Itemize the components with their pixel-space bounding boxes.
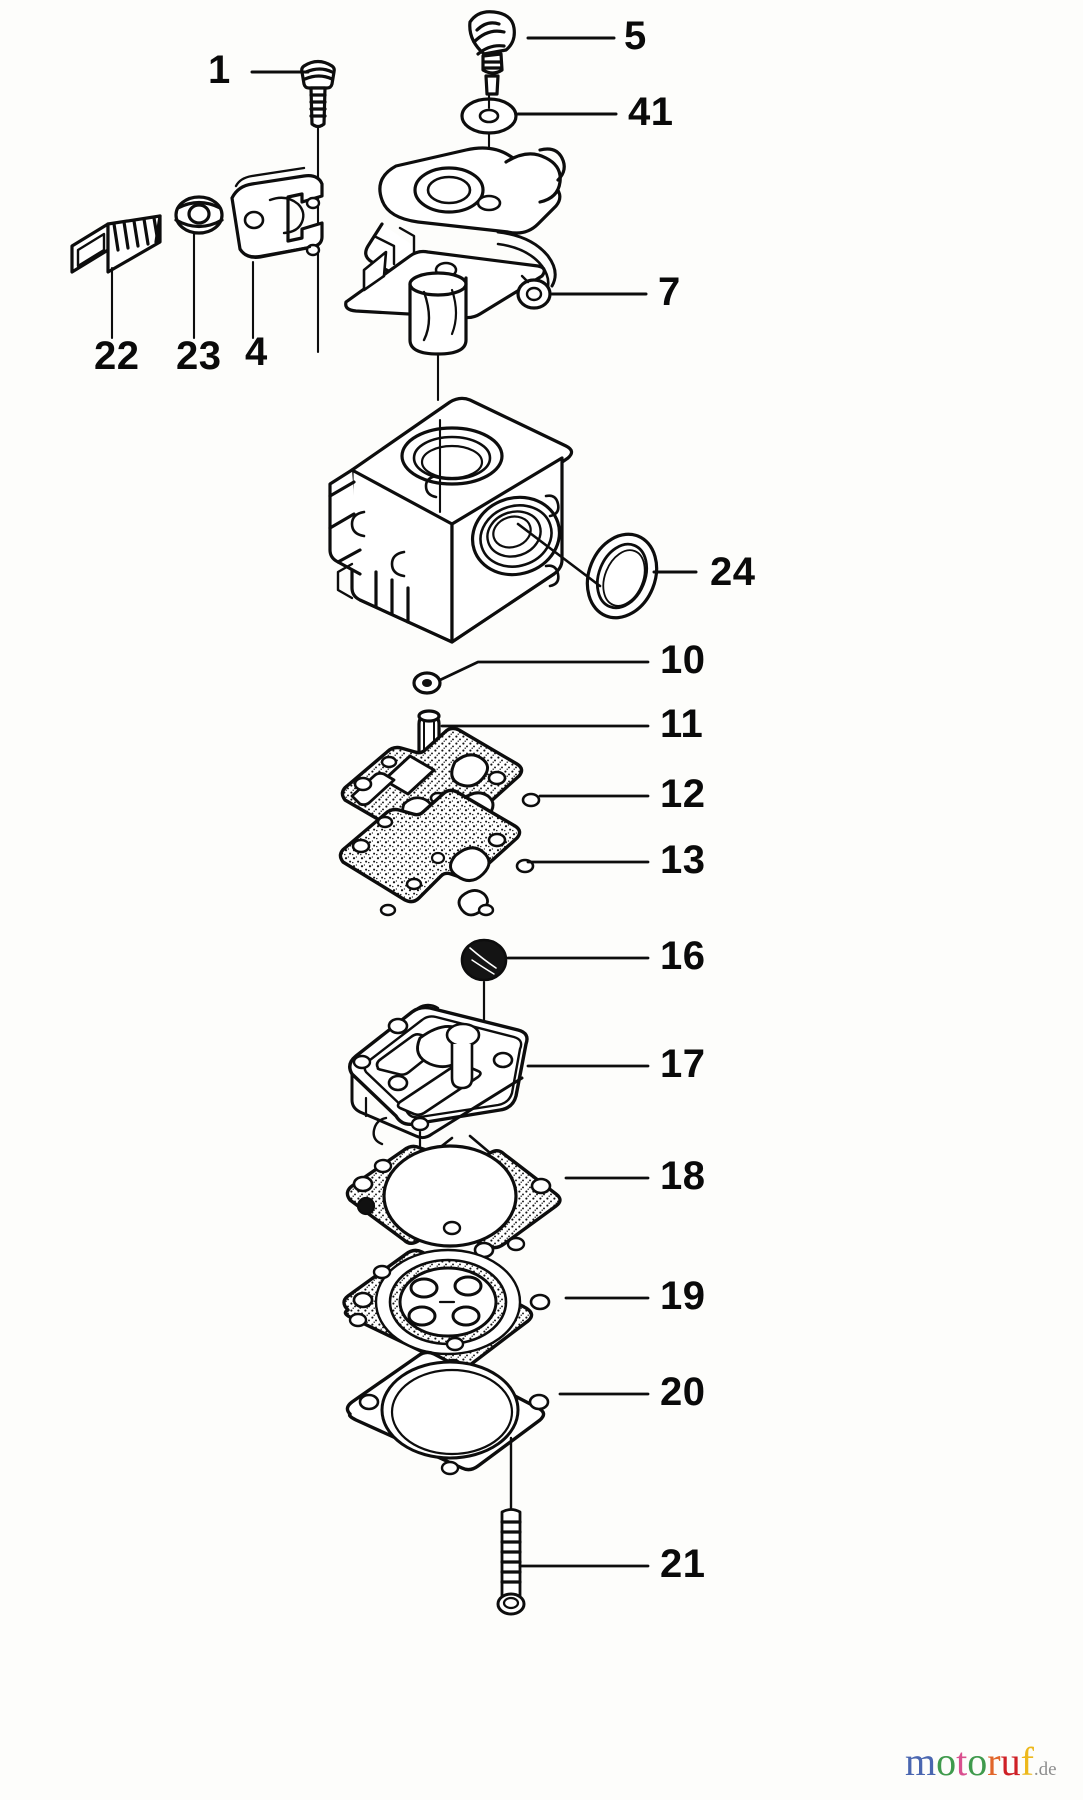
callout-number-16: 16 — [660, 934, 706, 978]
motoruf-watermark: motoruf.de — [905, 1742, 1057, 1782]
part-19-diaphragm — [342, 1220, 551, 1374]
part-1-screw — [300, 59, 336, 129]
callout-number-5: 5 — [624, 14, 647, 58]
watermark-letter: o — [967, 1739, 988, 1784]
callout-number-1: 1 — [208, 48, 231, 92]
part-17-pump-body — [348, 1003, 529, 1162]
callout-number-23: 23 — [176, 334, 222, 378]
part-5-mixture-screw — [468, 10, 516, 96]
watermark-letter: o — [936, 1739, 957, 1784]
callout-number-20: 20 — [660, 1370, 706, 1414]
watermark-letter: m — [905, 1739, 937, 1784]
callout-number-17: 17 — [660, 1042, 706, 1086]
callout-number-7: 7 — [658, 270, 681, 314]
part-7-eclip — [516, 274, 552, 310]
watermark-suffix: .de — [1033, 1759, 1057, 1780]
part-23-collar — [174, 195, 224, 235]
callout-number-10: 10 — [660, 638, 706, 682]
part-4-bracket — [230, 166, 324, 259]
watermark-letter: t — [956, 1739, 968, 1784]
watermark-letter: f — [1020, 1739, 1034, 1784]
callout-number-24: 24 — [710, 550, 756, 594]
callout-number-22: 22 — [94, 334, 140, 378]
callout-number-21: 21 — [660, 1542, 706, 1586]
upper-throttle-body — [344, 146, 566, 356]
part-22-shoulder-bolt — [70, 214, 162, 274]
watermark-letter: r — [987, 1739, 1001, 1784]
callout-number-11: 11 — [660, 702, 704, 746]
part-20-cover-gasket — [345, 1336, 550, 1476]
part-16-plug — [460, 938, 508, 982]
callout-number-19: 19 — [660, 1274, 706, 1318]
callout-number-12: 12 — [660, 772, 706, 816]
callout-number-13: 13 — [660, 838, 706, 882]
carburetor-main-body — [328, 396, 574, 644]
part-13-gasket — [338, 788, 535, 917]
callout-number-41: 41 — [628, 90, 674, 134]
callout-number-4: 4 — [245, 330, 268, 374]
part-24-o-ring — [585, 532, 659, 620]
part-10-small-o-ring — [412, 671, 442, 695]
part-18-gasket — [345, 1144, 562, 1259]
callout-number-18: 18 — [660, 1154, 706, 1198]
part-21-long-screw — [496, 1508, 526, 1616]
watermark-letter: u — [1000, 1739, 1021, 1784]
